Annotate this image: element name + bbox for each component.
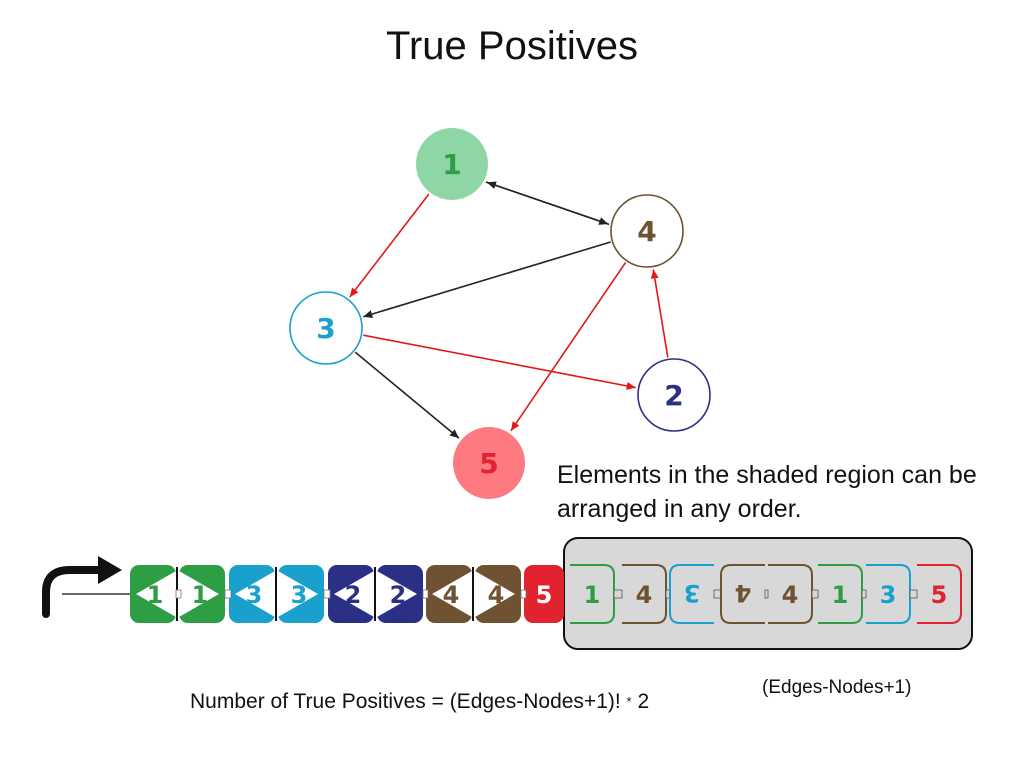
shaded-piece-5: 4 <box>768 564 819 624</box>
connector <box>909 589 918 599</box>
piece-cutout <box>334 571 374 617</box>
piece-frame <box>917 564 962 624</box>
piece-cutout <box>475 571 515 617</box>
graph-node-1: 1 <box>416 128 488 200</box>
piece-label: 5 <box>536 581 553 609</box>
fixed-piece-3: 3 <box>229 565 277 623</box>
fixed-piece-2: 1 <box>179 565 225 623</box>
shaded-piece-6: 1 <box>818 564 867 624</box>
fixed-piece-7: 4 <box>426 565 474 623</box>
piece-label: 4 <box>735 579 752 607</box>
piece-label: 4 <box>443 581 460 609</box>
connector <box>422 589 429 599</box>
fixed-piece-4: 3 <box>278 565 324 623</box>
connector <box>811 589 819 599</box>
piece-label: 1 <box>832 581 849 609</box>
piece-body <box>524 565 564 623</box>
piece-cutout <box>432 571 472 617</box>
piece-cutout <box>235 571 275 617</box>
piece-label: 4 <box>782 581 799 609</box>
piece-label: 4 <box>488 581 505 609</box>
formula-exponent: (Edges-Nodes+1) <box>762 677 912 698</box>
shaded-piece-3: 3 <box>669 564 722 624</box>
piece-label: 3 <box>880 581 897 609</box>
formula-base: 2 <box>637 690 650 713</box>
start-arrow-icon <box>42 556 132 618</box>
connector <box>861 589 867 599</box>
piece-label: 1 <box>147 581 164 609</box>
connector <box>713 589 722 599</box>
piece-label: 5 <box>931 581 948 609</box>
node-circle <box>637 358 711 432</box>
edge-2-to-4 <box>650 269 669 358</box>
graph-node-5: 5 <box>453 427 525 499</box>
piece-cutout <box>179 571 219 617</box>
fixed-piece-6: 2 <box>377 565 423 623</box>
edge-4-to-5 <box>510 261 627 432</box>
fixed-piece-5: 2 <box>328 565 376 623</box>
edge-3-to-5 <box>354 351 460 439</box>
formula-multiply: * <box>626 694 632 709</box>
connector <box>323 589 331 599</box>
shaded-piece-4: 4 <box>720 564 769 624</box>
fixed-piece-1: 1 <box>130 565 178 623</box>
edge-1-to-3 <box>349 193 430 298</box>
piece-label: 1 <box>584 581 601 609</box>
connector <box>613 589 623 599</box>
piece-label: 3 <box>246 581 263 609</box>
piece-label: 2 <box>390 581 407 609</box>
node-label: 3 <box>316 312 335 345</box>
connector <box>175 589 182 599</box>
piece-frame <box>669 564 714 624</box>
node-circle <box>289 291 363 365</box>
piece-label: 1 <box>192 581 209 609</box>
edge-3-to-2 <box>363 334 636 390</box>
piece-cutout <box>278 571 318 617</box>
node-label: 1 <box>442 148 461 181</box>
piece-label: 2 <box>345 581 362 609</box>
node-circle <box>610 194 684 268</box>
piece-label: 3 <box>291 581 308 609</box>
edge-4-to-3 <box>363 241 611 318</box>
node-circle <box>453 427 525 499</box>
node-label: 4 <box>637 215 656 248</box>
piece-frame <box>720 564 765 624</box>
fixed-piece-9: 5 <box>524 565 564 623</box>
fixed-piece-8: 4 <box>475 565 521 623</box>
slide-title: True Positives <box>386 24 638 68</box>
graph-node-3: 3 <box>289 291 363 365</box>
formula-lhs: Number of True Positives = (Edges-Nodes+… <box>190 690 621 713</box>
graph-edges <box>349 181 669 439</box>
connector <box>520 589 527 599</box>
piece-cutout <box>136 571 176 617</box>
shaded-piece-2: 4 <box>622 564 671 624</box>
edge-4-to-1 <box>486 181 610 226</box>
shaded-piece-7: 3 <box>866 564 918 624</box>
formula: Number of True Positives = (Edges-Nodes+… <box>190 677 911 714</box>
piece-label: 4 <box>636 581 653 609</box>
node-label: 5 <box>479 447 498 480</box>
shaded-region-note: Elements in the shaded region can be arr… <box>557 461 977 523</box>
piece-label: 3 <box>684 579 701 607</box>
graph-node-2: 2 <box>637 358 711 432</box>
node-label: 2 <box>664 379 683 412</box>
shaded-piece-1: 1 <box>570 564 623 624</box>
piece-cutout <box>377 571 417 617</box>
graph-node-4: 4 <box>610 194 684 268</box>
connector <box>224 589 232 599</box>
shaded-piece-8: 5 <box>917 564 962 624</box>
connector <box>764 589 769 599</box>
node-circle <box>416 128 488 200</box>
graph-nodes: 1 2 3 4 5 <box>289 128 711 499</box>
